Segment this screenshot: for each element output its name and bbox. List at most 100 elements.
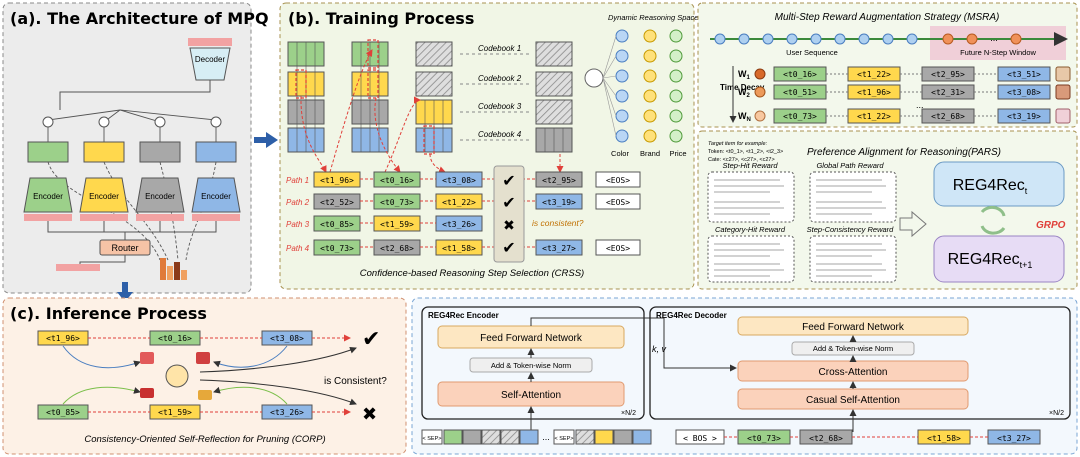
- token-ellipsis: ...: [542, 432, 550, 442]
- encoder-input-tokens: < SEP> ... < SEP>: [421, 429, 652, 445]
- path-token-text: <t0_16>: [380, 176, 414, 185]
- dec-token-text: <t1_58>: [927, 434, 961, 443]
- path-token-text: <t1_59>: [380, 220, 414, 229]
- plus-node: [154, 116, 166, 128]
- reward-label-global: Global Path Reward: [816, 161, 884, 170]
- target-example-cate: Cate: <c27>, <c27>, <c27>: [708, 157, 775, 163]
- dec-token-text: <t0_73>: [747, 434, 781, 443]
- user-sequence-label: User Sequence: [786, 48, 838, 57]
- pars-title: Preference Alignment for Reasoning(PARS): [807, 147, 1001, 158]
- panel-a-title: (a). The Architecture of MPQ: [10, 9, 269, 28]
- cross-attn-label: Cross-Attention: [819, 367, 888, 378]
- space-labels: Color Brand Price: [611, 149, 687, 158]
- encoder-ffn-label: Feed Forward Network: [480, 333, 583, 344]
- shoe-icon: [1055, 66, 1071, 82]
- weight-label: W2: [738, 87, 751, 99]
- path-token-text: <EOS>: [606, 244, 630, 253]
- encoder-output-bar: [192, 214, 240, 221]
- space-label-color: Color: [611, 149, 629, 158]
- decoder-block: [189, 47, 231, 81]
- reward-card: [707, 235, 795, 283]
- path-label: Path 2: [286, 198, 310, 207]
- dec-token-text: <t2_68>: [809, 434, 843, 443]
- quantizer-nodes: [42, 116, 222, 128]
- reward-cards: [707, 171, 897, 283]
- casual-attn-label: Casual Self-Attention: [806, 395, 900, 406]
- reg4rec-t-label: REG4Rect: [953, 177, 1028, 196]
- path-token-text: <EOS>: [606, 176, 630, 185]
- tag-icon: [198, 390, 212, 400]
- check-icon: ✔: [502, 173, 515, 190]
- path-token-text: <t3_26>: [442, 220, 476, 229]
- crss-caption: Confidence-based Reasoning Step Selectio…: [360, 268, 584, 279]
- router-label: Router: [111, 243, 138, 253]
- encoder-green: [23, 177, 73, 213]
- path-token-text: <t2_95>: [542, 176, 576, 185]
- path-token-text: <t2_52>: [320, 198, 354, 207]
- inference-token-text: <t0_16>: [158, 334, 192, 343]
- encoder-frame: [421, 306, 645, 420]
- panel-b-title: (b). Training Process: [288, 9, 474, 28]
- reward-label-category: Category-Hit Reward: [715, 225, 786, 234]
- is-consistent-label: is consistent?: [532, 218, 584, 228]
- thinking-face-icon: [165, 364, 189, 388]
- item-thumbnail-icons: [1055, 66, 1071, 124]
- msra-token: <t1_22>: [857, 70, 891, 79]
- attribute-icons: [140, 352, 212, 400]
- sep-token: < SEP>: [423, 436, 442, 442]
- plus-node: [42, 116, 54, 128]
- bag-icon: [196, 352, 210, 364]
- codebook-labels: Codebook 1 Codebook 2 Codebook 3 Codeboo…: [478, 44, 522, 139]
- codebook-label: Codebook 4: [478, 130, 522, 139]
- encoder-label: Encoder: [145, 192, 175, 201]
- brain-icon: [584, 68, 604, 88]
- weight-dot: [754, 86, 766, 98]
- is-consistent-label: is Consistent?: [324, 376, 387, 387]
- grid-hatched: [415, 41, 453, 67]
- heel-icon: [140, 388, 154, 398]
- codebook-label: Codebook 2: [478, 74, 522, 83]
- code-bar-gray: [139, 141, 181, 163]
- decoder-input-bar: [188, 38, 232, 46]
- encoder-output-bar: [80, 214, 128, 221]
- inference-token-text: <t3_26>: [270, 408, 304, 417]
- panel-b: (b). Training Process: [279, 2, 698, 290]
- code-bar-green: [27, 141, 69, 163]
- msra-token: <t3_19>: [1007, 112, 1041, 121]
- sequence-ellipsis: ...: [990, 33, 998, 43]
- codebook-label: Codebook 1: [478, 44, 521, 53]
- codebook-grids: [287, 39, 573, 155]
- decoder-ffn-label: Feed Forward Network: [802, 322, 905, 333]
- path-label: Path 1: [286, 176, 309, 185]
- brand-column-icons: [643, 29, 657, 143]
- encoder-label: Encoder: [89, 192, 119, 201]
- space-label-brand: Brand: [640, 149, 660, 158]
- reasoning-space-icons: [584, 29, 683, 143]
- reward-labels: Step-Hit Reward Global Path Reward Categ…: [715, 161, 894, 234]
- weight-dot: [754, 110, 766, 122]
- grpo-label: GRPO: [1036, 220, 1066, 231]
- arrow-to-reg4rec: [899, 210, 927, 238]
- encoder-repeat-label: ×N/2: [621, 410, 636, 417]
- path-token-text: <t0_73>: [380, 198, 414, 207]
- encoder-self-attn-label: Self-Attention: [501, 390, 561, 401]
- decoder-title: REG4Rec Decoder: [656, 311, 727, 320]
- inference-arrows: [62, 334, 357, 416]
- target-example-token: Token: <t0_1>, <t1_2>, <t2_3>: [708, 149, 783, 155]
- reward-label-consistency: Step-Consistency Reward: [807, 225, 895, 234]
- msra-token: <t1_96>: [857, 88, 891, 97]
- arrow-a-to-b-head: [266, 132, 278, 148]
- sep-token: < SEP>: [555, 436, 574, 442]
- path-token-text: <t1_58>: [442, 244, 476, 253]
- msra-rows: W1 <t0_16> <t1_22> <t2_95> <t3_51> W2 <t…: [738, 66, 1071, 124]
- refresh-cycle-icon: [980, 205, 1006, 235]
- weight-label: W1: [738, 69, 751, 81]
- inference-token-text: <t0_85>: [46, 408, 80, 417]
- bos-token: < BOS >: [683, 434, 717, 443]
- encoder-gray: [135, 177, 185, 213]
- weight-dot: [754, 68, 766, 80]
- inference-token-text: <t1_59>: [158, 408, 192, 417]
- msra-token: <t0_51>: [783, 88, 817, 97]
- sequence-nodes: [714, 33, 1022, 45]
